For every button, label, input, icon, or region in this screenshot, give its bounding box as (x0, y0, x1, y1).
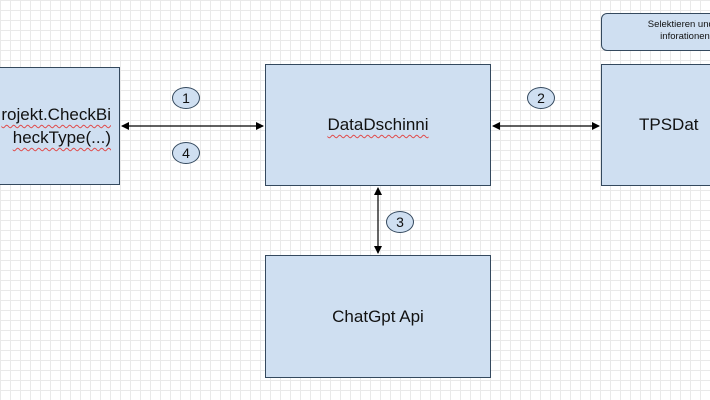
note-line1: Selektieren und F (647, 19, 710, 30)
note-box[interactable]: Selektieren und F inforationen (601, 13, 710, 51)
node-checkbi-method[interactable]: rojekt.CheckBi heckType(...) (0, 67, 120, 185)
step-badge-3[interactable]: 3 (386, 211, 414, 233)
node-checkbi-line1: rojekt.CheckBi (1, 105, 111, 124)
step-badge-4[interactable]: 4 (172, 142, 200, 164)
node-checkbi-line2: heckType(...) (12, 128, 111, 147)
node-chatgpt-api-label: ChatGpt Api (332, 306, 424, 326)
node-tpsdat-label: TPSDat (639, 115, 699, 134)
step-badge-2[interactable]: 2 (527, 87, 555, 109)
node-datadschinni[interactable]: DataDschinni (265, 64, 491, 186)
node-chatgpt-api[interactable]: ChatGpt Api (265, 255, 491, 378)
note-line2: inforationen (660, 31, 710, 42)
node-datadschinni-label: DataDschinni (327, 115, 429, 134)
node-tpsdat[interactable]: TPSDat (601, 64, 710, 186)
step-badge-1[interactable]: 1 (172, 87, 200, 109)
